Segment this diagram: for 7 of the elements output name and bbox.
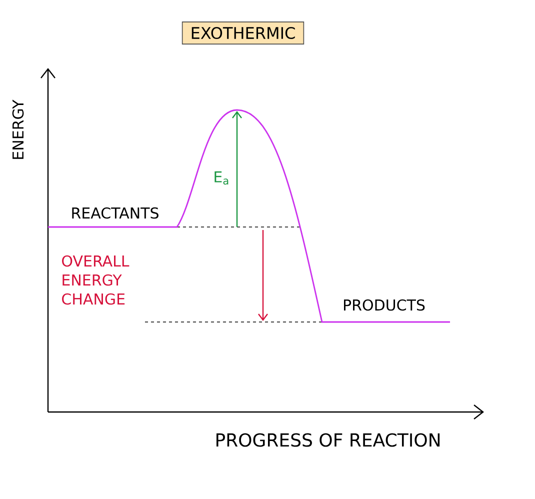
title-box: EXOTHERMIC [182, 22, 304, 44]
axis-label: PROGRESS OF REACTION [216, 433, 440, 447]
curve-label: PRODUCTS [344, 299, 425, 311]
curve-label: REACTANTS [72, 207, 158, 219]
energy-label: E$_{a}$ [214, 171, 228, 185]
axis-label: ENERGY [12, 100, 24, 159]
energy-change-label: OVERALL ENERGY CHANGE [62, 255, 130, 305]
